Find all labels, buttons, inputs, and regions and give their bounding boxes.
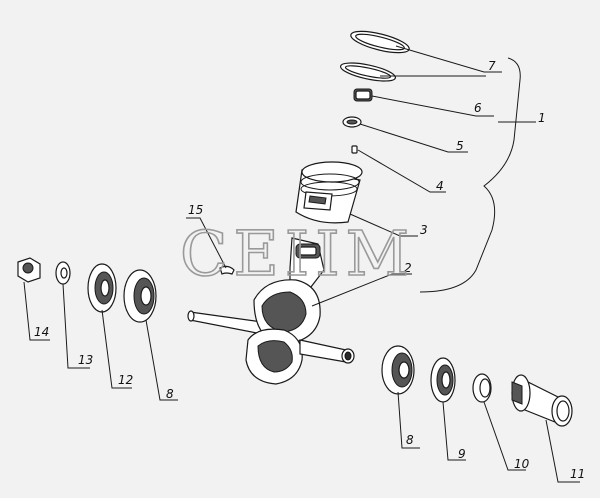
callout-4: 4 <box>436 179 444 193</box>
callout-3: 3 <box>420 223 428 237</box>
washer-13 <box>55 261 71 285</box>
nut-14 <box>17 257 41 283</box>
watermark: CEIIM <box>180 217 415 290</box>
callout-8-left: 8 <box>166 387 174 401</box>
callout-2: 2 <box>404 261 412 275</box>
bearing-8-left <box>123 269 157 323</box>
sleeve-10 <box>472 373 492 403</box>
bearing-8-right <box>381 345 415 395</box>
bearing-12 <box>87 263 117 313</box>
bearing-9 <box>430 357 456 403</box>
callout-10: 10 <box>514 457 530 471</box>
callout-14: 14 <box>34 325 49 339</box>
callout-6: 6 <box>474 101 482 115</box>
leader-lines <box>23 45 580 483</box>
circlip <box>342 116 362 128</box>
callout-9: 9 <box>458 447 466 461</box>
callout-11: 11 <box>570 467 585 481</box>
gear-11 <box>511 374 573 427</box>
callout-12: 12 <box>118 373 133 387</box>
callout-5: 5 <box>456 139 464 153</box>
piston <box>295 161 363 224</box>
small-bearing <box>353 88 373 102</box>
crankshaft <box>187 237 355 385</box>
group-bracket <box>419 57 521 293</box>
callout-1: 1 <box>538 111 546 125</box>
callout-labels: 1 2 3 4 5 6 7 8 9 10 11 12 13 14 15 8 <box>34 59 585 481</box>
piston-pin <box>351 145 358 154</box>
callout-15: 15 <box>188 203 203 217</box>
callout-13: 13 <box>78 353 93 367</box>
callout-7: 7 <box>488 59 496 73</box>
callout-8-right: 8 <box>406 433 414 447</box>
